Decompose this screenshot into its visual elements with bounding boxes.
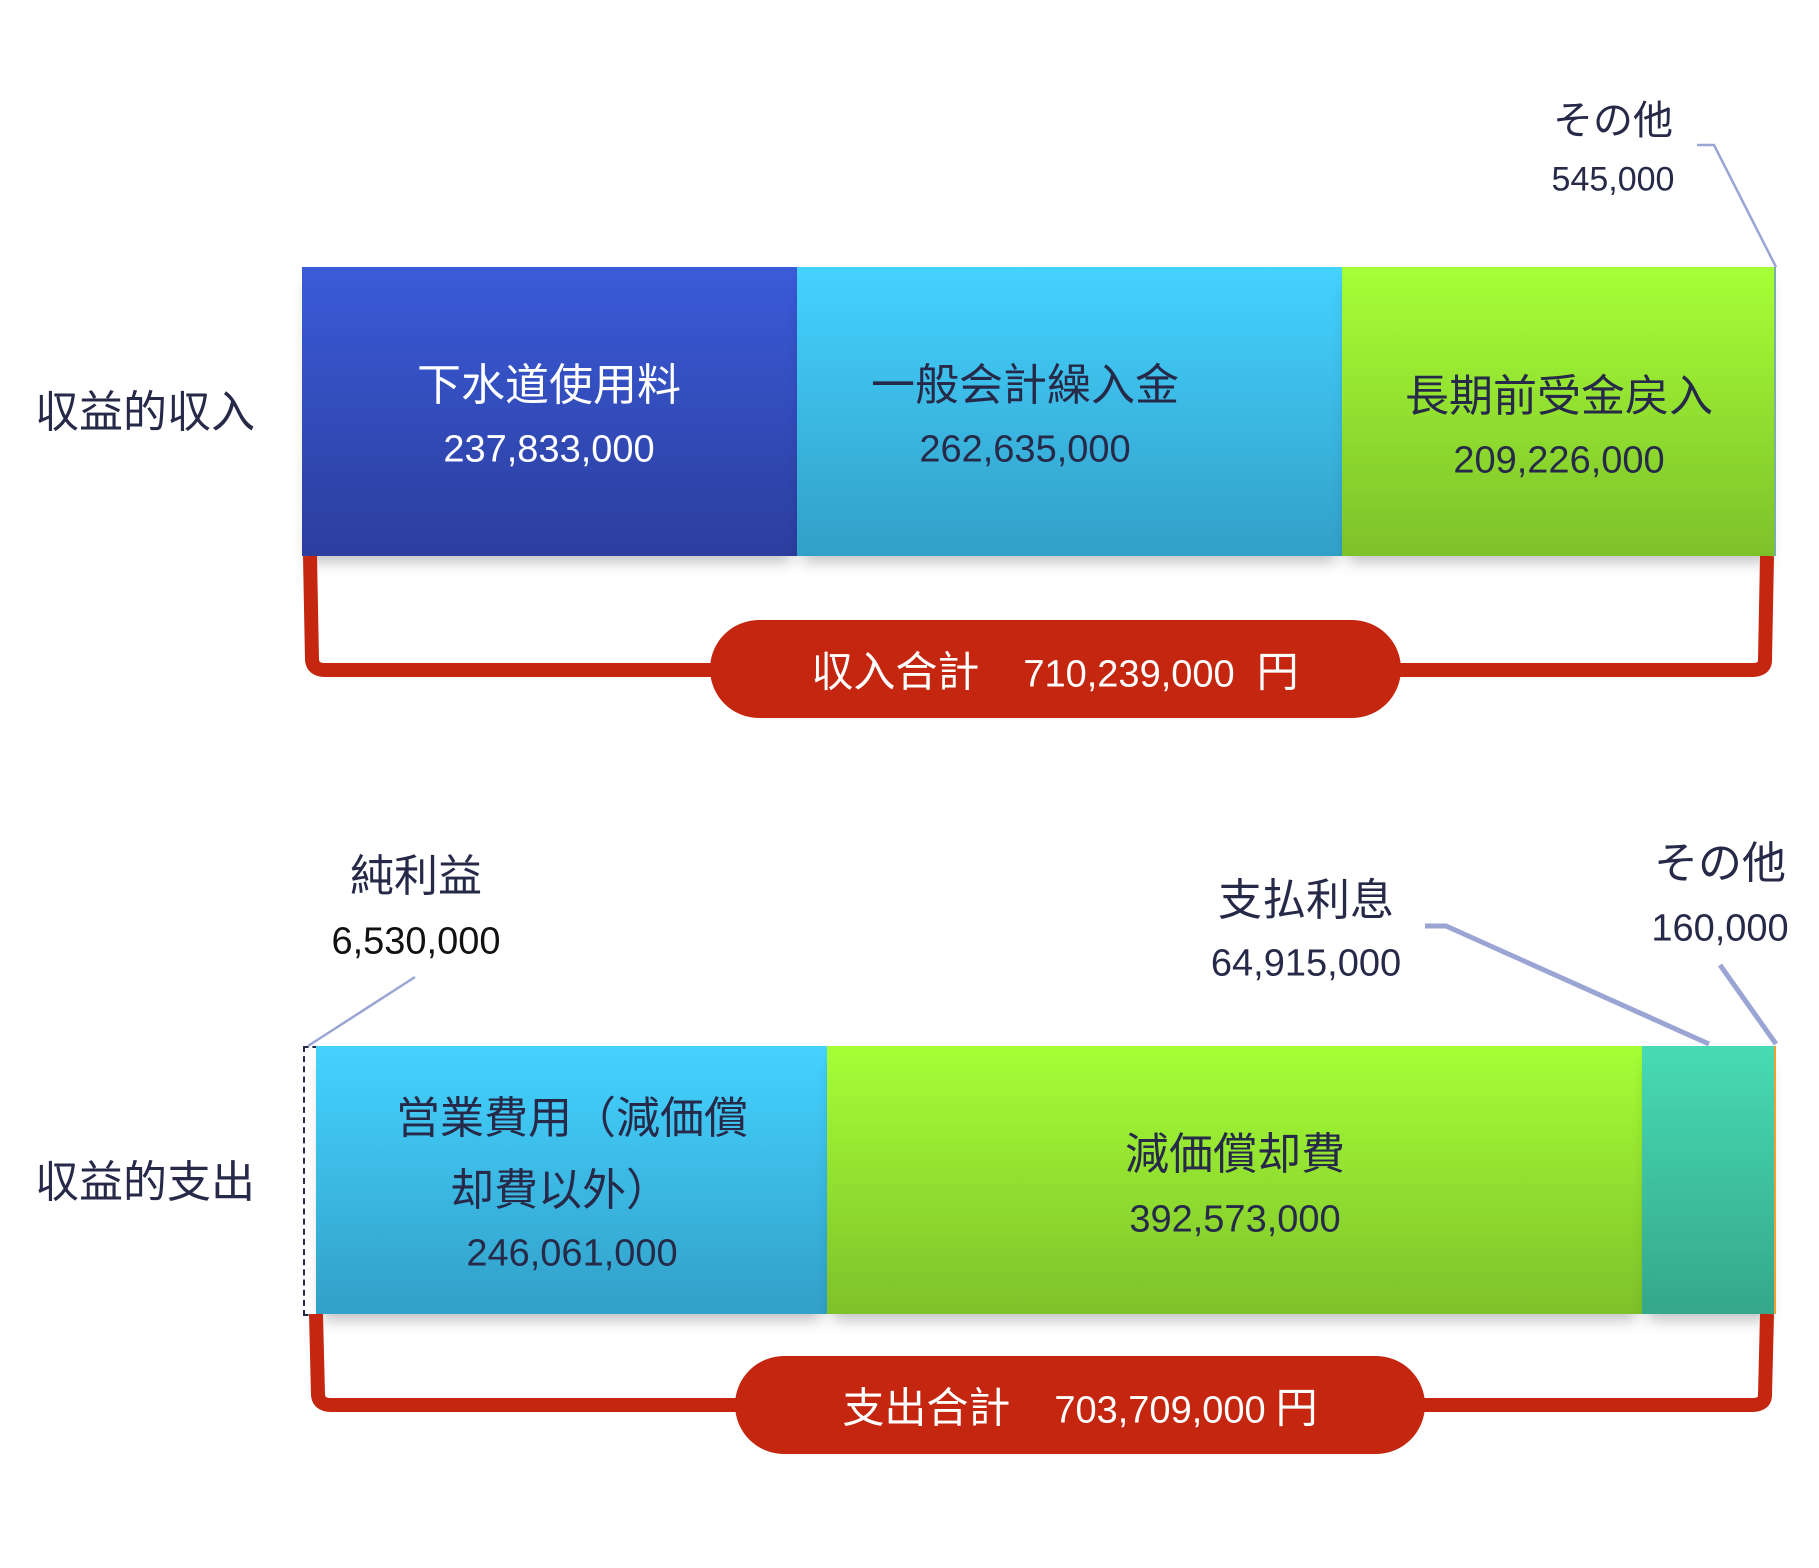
net-profit-leader bbox=[307, 975, 416, 1048]
expense-other-leader bbox=[1717, 963, 1779, 1046]
depreciation-value: 392,573,000 bbox=[1129, 1198, 1341, 1241]
sewer-fees-value: 237,833,000 bbox=[443, 428, 655, 471]
expense-total-unit: 円 bbox=[1275, 1383, 1318, 1433]
expense-other-label: その他 bbox=[1654, 838, 1786, 889]
income-total-value: 710,239,000 bbox=[1023, 653, 1235, 696]
expense-total-value: 703,709,000 bbox=[1054, 1389, 1266, 1432]
income-row-label: 収益的収入 bbox=[35, 387, 255, 438]
interest-leader bbox=[1425, 923, 1711, 1047]
general-transfer-value: 262,635,000 bbox=[919, 428, 1131, 471]
general-transfer-label: 一般会計繰入金 bbox=[871, 360, 1179, 411]
operating-costs-value: 246,061,000 bbox=[466, 1232, 678, 1275]
expense-segment-other bbox=[1774, 1046, 1776, 1314]
operating-costs-label-line2: 却費以外） bbox=[450, 1165, 670, 1216]
expense-total-pill bbox=[735, 1356, 1425, 1454]
net-profit-label: 純利益 bbox=[350, 851, 482, 902]
operating-costs-label-line1: 営業費用（減価償 bbox=[396, 1093, 748, 1144]
income-total-unit: 円 bbox=[1256, 647, 1299, 697]
net-profit-value: 6,530,000 bbox=[331, 920, 501, 963]
income-segment-long-term-advance bbox=[1342, 267, 1774, 556]
expense-other-value: 160,000 bbox=[1651, 907, 1789, 950]
income-other-value: 545,000 bbox=[1551, 160, 1675, 199]
depreciation-label: 減価償却費 bbox=[1125, 1129, 1345, 1180]
long-term-advance-label: 長期前受金戻入 bbox=[1405, 371, 1713, 422]
income-segment-general-transfer bbox=[797, 267, 1342, 556]
income-other-leader bbox=[1697, 143, 1778, 268]
income-total-label: 収入合計 bbox=[811, 647, 980, 697]
expense-segment-depreciation bbox=[827, 1046, 1642, 1314]
income-total: 収入合計 710,239,000 円 bbox=[811, 639, 1298, 700]
interest-label: 支払利息 bbox=[1218, 875, 1394, 926]
income-segment-sewer-fees bbox=[302, 267, 797, 556]
sewer-fees-label: 下水道使用料 bbox=[417, 360, 681, 411]
expense-total-label: 支出合計 bbox=[842, 1383, 1011, 1433]
interest-value: 64,915,000 bbox=[1210, 942, 1402, 985]
expense-segment-interest bbox=[1642, 1046, 1774, 1314]
long-term-advance-value: 209,226,000 bbox=[1453, 439, 1665, 482]
income-segment-other bbox=[1774, 267, 1776, 556]
expense-row-label: 収益的支出 bbox=[35, 1157, 255, 1208]
income-total-pill bbox=[710, 620, 1401, 718]
income-other-label: その他 bbox=[1553, 98, 1673, 144]
expense-segment-operating-costs bbox=[316, 1046, 827, 1314]
